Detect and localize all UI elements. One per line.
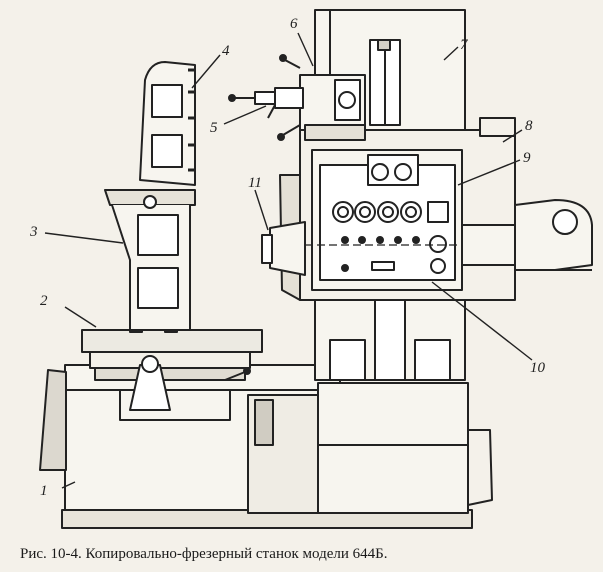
callout-9: 9: [523, 150, 531, 166]
template-holder: [104, 189, 196, 331]
base-bed: [39, 364, 473, 529]
callout-labels: 1 2 3 4 5 6 7 8 9 10 11: [29, 16, 546, 499]
horizontal-spindle: [261, 221, 480, 276]
motor: [461, 199, 593, 271]
spindle-head: [311, 149, 463, 291]
callout-8: 8: [525, 118, 533, 134]
tracer-head: [228, 54, 366, 141]
copy-template: [139, 61, 196, 186]
callout-2: 2: [40, 293, 48, 309]
callout-3: 3: [29, 224, 38, 240]
callout-4: 4: [222, 43, 230, 59]
callout-5: 5: [210, 120, 218, 136]
figure-caption: Рис. 10-4. Копировально-фрезерный станок…: [20, 546, 388, 562]
callout-1: 1: [40, 483, 48, 499]
machine-drawing: 1 2 3 4 5 6 7 8 9 10 11: [29, 9, 593, 529]
callout-11: 11: [248, 175, 262, 191]
callout-6: 6: [290, 16, 298, 32]
callout-10: 10: [530, 360, 546, 376]
leader-lines: [44, 32, 533, 489]
callout-7: 7: [460, 37, 469, 53]
